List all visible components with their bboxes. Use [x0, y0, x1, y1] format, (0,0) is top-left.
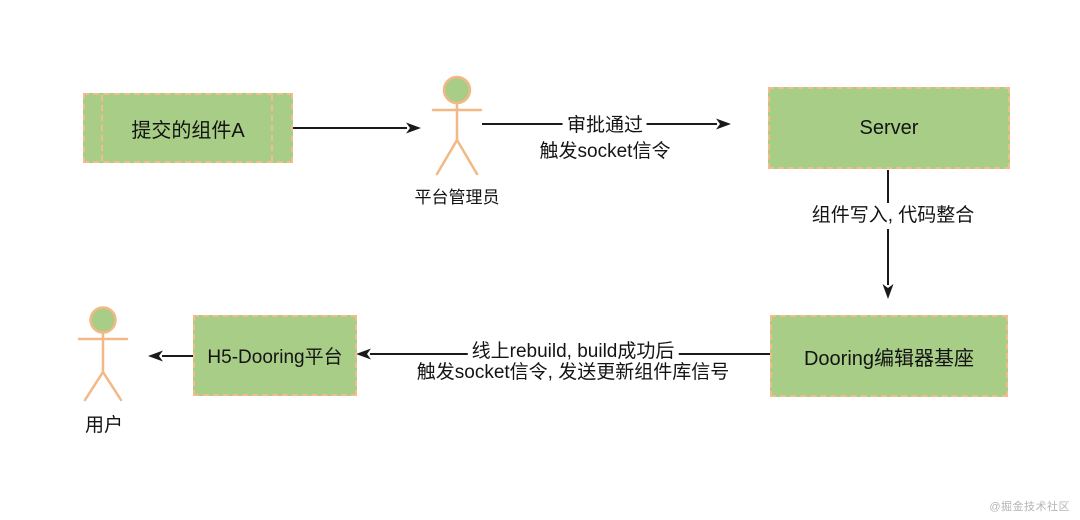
edge-label-approve-line2: 触发socket信令 — [535, 139, 675, 165]
edge-label-write-text: 组件写入, 代码整合 — [807, 203, 979, 229]
actor-user-icon — [77, 306, 129, 402]
edge-label-approve: 审批通过 触发socket信令 — [535, 113, 675, 165]
node-server: Server — [768, 87, 1010, 169]
actor-admin-icon — [431, 75, 483, 176]
edge-label-approve-line1: 审批通过 — [562, 113, 648, 139]
edge-label-write: 组件写入, 代码整合 — [807, 203, 979, 229]
arrow-deliver — [148, 350, 193, 362]
node-component-a-label: 提交的组件A — [131, 119, 245, 142]
arrow-write — [882, 170, 894, 299]
node-dooring-editor-label: Dooring编辑器基座 — [803, 347, 975, 370]
arrow-submit — [293, 122, 421, 134]
node-inner-divider — [101, 95, 103, 161]
actor-admin: 平台管理员 — [415, 73, 500, 208]
node-h5-dooring-label: H5-Dooring平台 — [207, 347, 343, 368]
node-h5-dooring: H5-Dooring平台 — [193, 315, 357, 396]
node-server-label: Server — [859, 116, 919, 139]
watermark: @掘金技术社区 — [989, 501, 1070, 513]
node-inner-divider — [271, 95, 273, 161]
actor-admin-label: 平台管理员 — [414, 188, 500, 207]
actor-user-label: 用户 — [84, 415, 124, 436]
edge-label-rebuild: 线上rebuild, build成功后 触发socket信令, 发送更新组件库信… — [412, 341, 734, 383]
actor-user: 用户 — [73, 305, 135, 440]
node-component-a: 提交的组件A — [83, 93, 293, 163]
edge-label-rebuild-line2: 触发socket信令, 发送更新组件库信号 — [412, 362, 734, 383]
node-dooring-editor: Dooring编辑器基座 — [770, 315, 1008, 397]
edge-label-rebuild-line1: 线上rebuild, build成功后 — [467, 341, 679, 362]
